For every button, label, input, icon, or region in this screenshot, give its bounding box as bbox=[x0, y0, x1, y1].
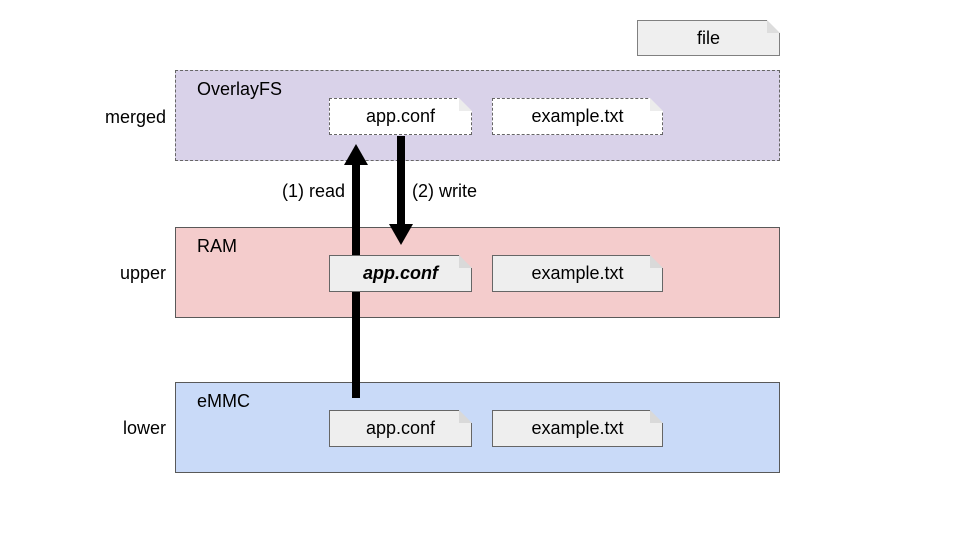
layer-label-merged: merged bbox=[104, 107, 166, 127]
file-label: app.conf bbox=[363, 263, 438, 283]
file-legend: file bbox=[637, 20, 780, 56]
file-box-example-txt-merged: example.txt bbox=[492, 98, 663, 135]
file-box-app-conf-merged: app.conf bbox=[329, 98, 472, 135]
band-title-emmc: eMMC bbox=[197, 391, 250, 411]
file-label: example.txt bbox=[531, 106, 624, 126]
file-label: example.txt bbox=[531, 263, 624, 283]
write-arrow-label: (2) write bbox=[412, 181, 478, 201]
band-lower-emmc: eMMC app.conf example.txt bbox=[175, 382, 780, 473]
file-legend-label: file bbox=[696, 27, 720, 48]
arrowhead-down-icon bbox=[389, 224, 413, 245]
band-title-overlayfs: OverlayFS bbox=[197, 79, 283, 99]
file-box-app-conf-lower: app.conf bbox=[329, 410, 472, 447]
file-box-app-conf-upper: app.conf bbox=[329, 255, 472, 292]
band-upper-ram: RAM app.conf example.txt bbox=[175, 227, 780, 318]
band-title-ram: RAM bbox=[197, 236, 237, 256]
file-box-example-txt-upper: example.txt bbox=[492, 255, 663, 292]
layer-label-lower: lower bbox=[122, 418, 166, 438]
file-label: example.txt bbox=[531, 418, 624, 438]
band-merged-overlayfs: OverlayFS app.conf example.txt bbox=[175, 70, 780, 161]
file-box-example-txt-lower: example.txt bbox=[492, 410, 663, 447]
read-arrow-label: (1) read bbox=[281, 181, 345, 201]
file-label: app.conf bbox=[365, 418, 436, 438]
layer-label-upper: upper bbox=[119, 263, 166, 283]
write-arrow-line bbox=[397, 136, 405, 225]
file-label: app.conf bbox=[365, 106, 436, 126]
arrowhead-up-icon bbox=[344, 144, 368, 165]
